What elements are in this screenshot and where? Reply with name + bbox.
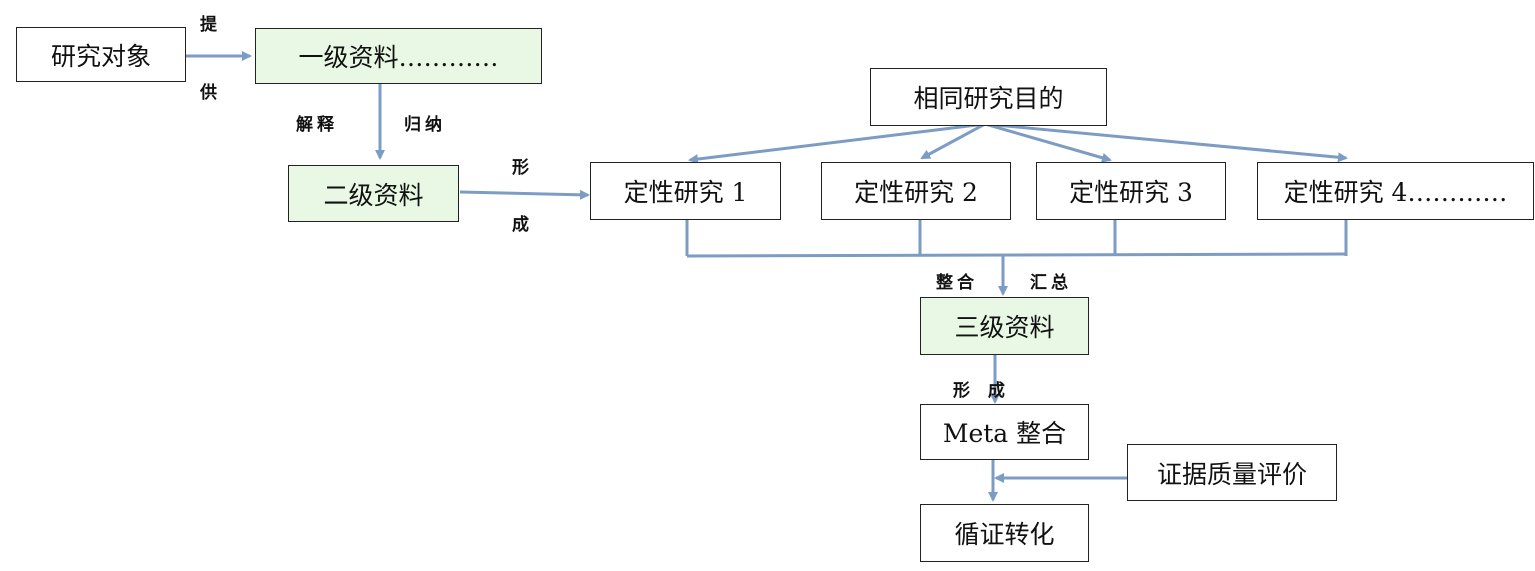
box-secondary-data: 二级资料: [288, 165, 459, 222]
box-qualitative-study-1: 定性研究 1: [590, 162, 781, 220]
label-provide-top: 提: [200, 15, 221, 35]
box-evidence-quality-evaluation: 证据质量评价: [1127, 444, 1337, 501]
label-form-top: 形: [512, 158, 533, 178]
label-form-bottom: 成: [512, 215, 533, 235]
label-form-lower: 形 成: [953, 381, 1011, 401]
arrow-purpose-to-qual3: [984, 122, 1112, 163]
label-integrate: 整合: [936, 273, 978, 293]
box-qualitative-study-4: 定性研究 4…………: [1257, 162, 1534, 220]
arrow-purpose-to-qual1: [688, 122, 986, 164]
arrow-purpose-to-qual4: [984, 122, 1348, 163]
box-tertiary-data: 三级资料: [920, 297, 1089, 355]
arrow-purpose-to-qual2: [920, 122, 986, 160]
label-interpret: 解释: [296, 115, 338, 135]
box-primary-data: 一级资料…………: [255, 28, 542, 84]
box-qualitative-study-3: 定性研究 3: [1036, 162, 1226, 220]
box-evidence-based-translation: 循证转化: [920, 504, 1089, 562]
label-induce: 归纳: [404, 115, 446, 135]
box-qualitative-study-2: 定性研究 2: [821, 162, 1011, 220]
box-same-purpose: 相同研究目的: [870, 68, 1107, 126]
box-meta-integration: Meta 整合: [920, 404, 1089, 460]
box-research-object: 研究对象: [16, 27, 186, 82]
label-summarize: 汇总: [1030, 273, 1072, 293]
label-provide-bottom: 供: [200, 83, 221, 103]
bracket-horizontal: [686, 252, 1347, 258]
arrow-secondary-to-qual1: [459, 189, 590, 200]
